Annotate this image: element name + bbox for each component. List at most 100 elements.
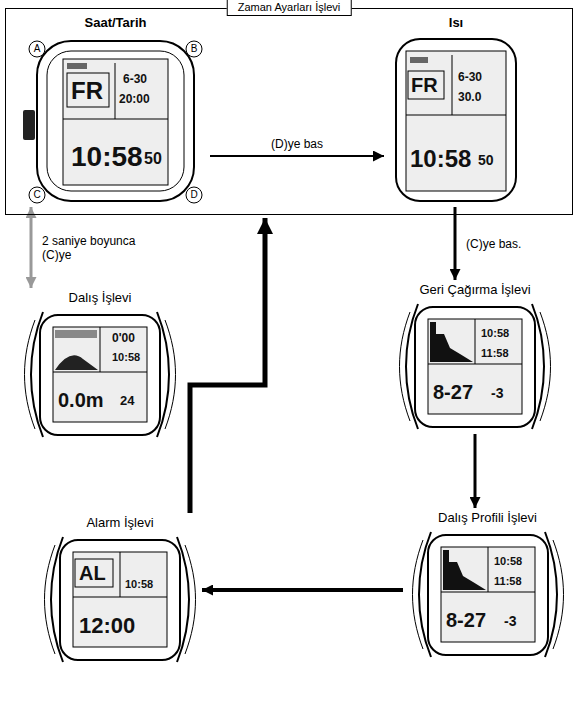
strap <box>185 545 196 654</box>
lcd-readout: 6-30 <box>458 71 482 83</box>
button-letter: B <box>186 41 202 57</box>
button-letter: A <box>29 41 45 57</box>
watch-mode: Alarm İşleviAL 10:58 12:00 <box>40 515 200 665</box>
lcd-readout: 10:58 <box>125 579 153 590</box>
lcd-screen <box>441 547 535 642</box>
strap <box>413 540 424 649</box>
lcd-readout: 10:58 <box>481 328 509 339</box>
watch-case <box>428 535 548 655</box>
lcd-divider <box>452 55 453 115</box>
crown <box>23 110 35 140</box>
lcd-readout: 11:58 <box>481 348 509 359</box>
watch-case <box>40 315 160 435</box>
button <box>29 41 45 57</box>
mode-group-box: Zaman Ayarları İşleviSaat/TarihABCDFR6-3… <box>5 8 573 215</box>
mode-heading: Alarm İşlevi <box>40 515 200 531</box>
lcd-screen <box>406 51 506 191</box>
arrow-label: (C)ye bas. <box>464 237 523 251</box>
watch-illustration <box>20 290 180 450</box>
dive-profile-graph <box>430 322 473 362</box>
watch-mode: IsıFR 6-30 30.0 10:58 50 <box>386 15 526 205</box>
lcd-readout: 50 <box>478 153 494 167</box>
watch-mode: Geri Çağırma İşlevi 10:58 11:58 8-27 -3 <box>385 282 565 432</box>
watch-case <box>396 39 516 201</box>
lcd-screen <box>63 59 168 185</box>
lcd-box <box>408 71 444 99</box>
lcd-bar <box>410 57 428 63</box>
lcd-readout: 11:58 <box>494 576 522 587</box>
watch-illustration <box>40 515 200 665</box>
lcd-box <box>67 73 109 107</box>
lcd-readout: 6-30 <box>123 73 147 85</box>
lcd-readout: 24 <box>120 394 134 407</box>
watch-mode: Dalış İşlevi 0'00 10:58 0.0m 24 <box>20 290 180 450</box>
strap <box>553 540 564 649</box>
lcd-divider <box>115 63 116 119</box>
lcd-readout: 30.0 <box>458 91 481 103</box>
strap <box>540 312 551 421</box>
watch-case <box>37 41 194 201</box>
strap <box>45 545 56 654</box>
mode-arrow <box>474 434 477 508</box>
lcd-divider <box>406 115 506 116</box>
mode-arrow <box>454 207 457 280</box>
lcd-bar <box>67 63 87 69</box>
group-title: Zaman Ayarları İşlevi <box>227 0 352 16</box>
mode-arrow <box>210 155 384 157</box>
button-letter: D <box>186 187 202 203</box>
watch-mode: Saat/TarihA B C D FR 6-30 20:00 10:5850 <box>23 15 208 205</box>
dive-profile-graph <box>443 550 486 590</box>
dive-graph <box>55 355 98 370</box>
lcd-readout: 0'00 <box>112 332 135 344</box>
watch-bezel <box>47 51 184 191</box>
mode-heading: Geri Çağırma İşlevi <box>385 282 565 298</box>
lcd-readout: 8-27 <box>446 610 486 630</box>
strap <box>165 320 176 429</box>
lcd-divider <box>475 319 476 364</box>
watch-illustration <box>386 15 526 205</box>
lcd-readout: 10:58 <box>71 143 143 171</box>
lcd-readout: 10:58 <box>494 556 522 567</box>
watch-illustration <box>23 15 208 205</box>
mode-arrow <box>190 218 265 513</box>
lcd-divider <box>488 547 489 592</box>
lcd-readout: 12:00 <box>79 615 135 637</box>
lcd-screen <box>73 552 167 647</box>
lcd-readout: 10:58 <box>112 352 140 363</box>
watch-mode: Dalış Profili İşlevi 10:58 11:58 8-27 -3 <box>405 510 570 660</box>
mode-heading: Isı <box>386 15 526 31</box>
button <box>29 187 45 203</box>
lcd-bar <box>55 330 97 338</box>
arrow-label: (D)ye bas <box>269 137 325 151</box>
lcd-readout: 20:00 <box>119 93 150 105</box>
lcd-readout: FR <box>411 75 438 95</box>
lcd-readout: 10:58 <box>410 147 471 171</box>
lcd-screen <box>53 327 147 422</box>
mode-arrow <box>30 207 33 288</box>
mode-heading: Dalış Profili İşlevi <box>405 510 570 526</box>
button <box>186 187 202 203</box>
lcd-readout: 0.0m <box>58 390 104 410</box>
lcd-divider <box>100 327 101 372</box>
button-letter: C <box>29 187 45 203</box>
button <box>186 41 202 57</box>
arrow-label: 2 saniye boyunca (C)ye <box>40 234 156 262</box>
watch-illustration <box>385 282 565 432</box>
lcd-readout: 50 <box>144 151 162 167</box>
strap <box>400 312 411 421</box>
strap <box>25 320 36 429</box>
lcd-box <box>75 559 113 587</box>
lcd-screen <box>428 319 522 414</box>
mode-heading: Dalış İşlevi <box>20 290 180 306</box>
lcd-readout: -3 <box>504 614 516 628</box>
lcd-readout: 8-27 <box>433 382 473 402</box>
lcd-readout: -3 <box>491 386 503 400</box>
lcd-divider <box>120 552 121 597</box>
mode-heading: Saat/Tarih <box>23 15 208 31</box>
lcd-readout: AL <box>79 563 106 583</box>
mode-arrow <box>202 588 403 592</box>
watch-case <box>60 540 180 660</box>
lcd-readout: FR <box>71 79 103 103</box>
watch-case <box>415 307 535 427</box>
